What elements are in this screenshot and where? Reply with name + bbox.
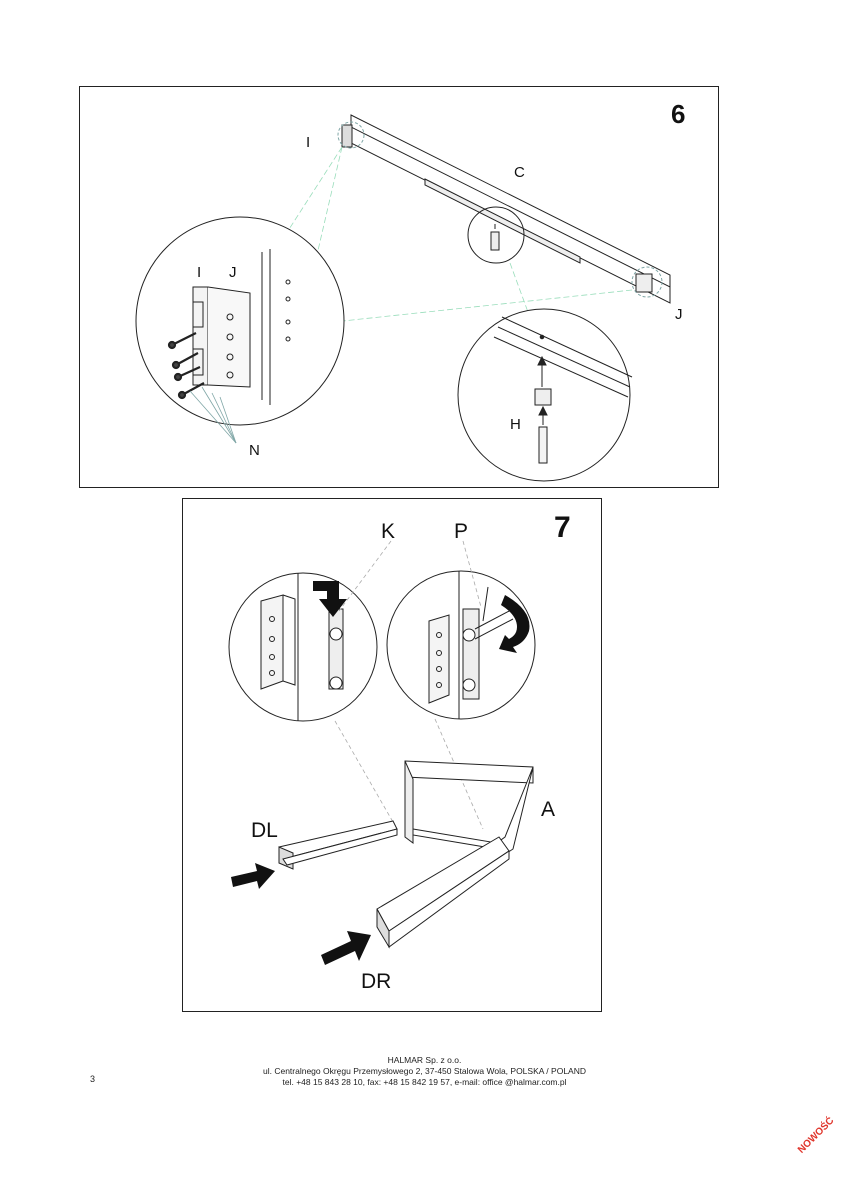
label-DL: DL [251,819,278,842]
step-6-number: 6 [671,99,686,129]
label-K: K [381,520,396,543]
step-7-number: 7 [554,511,571,544]
label-DR: DR [361,970,392,993]
footer-address: ul. Centralnego Okręgu Przemysłowego 2, … [262,1066,586,1076]
footer: HALMAR Sp. z o.o. ul. Centralnego Okręgu… [0,1055,849,1088]
step-6-drawing [135,114,671,482]
footer-company: HALMAR Sp. z o.o. [387,1055,462,1065]
page-number: 3 [90,1074,96,1084]
label-P: P [454,520,469,543]
footer-contact: tel. +48 15 843 28 10, fax: +48 15 842 1… [282,1077,567,1087]
label-J-detail: J [229,264,237,281]
step-6-panel: 6 I C I J J N H [79,86,719,488]
label-I-top: I [306,134,311,151]
step-7-panel: 7 K P A DL DR [182,498,602,1012]
label-H: H [510,416,521,433]
label-J-right: J [675,306,683,323]
label-I-detail: I [197,264,202,281]
step-7-drawing [228,540,536,965]
new-badge: NOWOŚĆ [796,1115,837,1156]
label-N: N [249,442,260,459]
label-A: A [541,798,556,821]
label-C: C [514,164,525,181]
